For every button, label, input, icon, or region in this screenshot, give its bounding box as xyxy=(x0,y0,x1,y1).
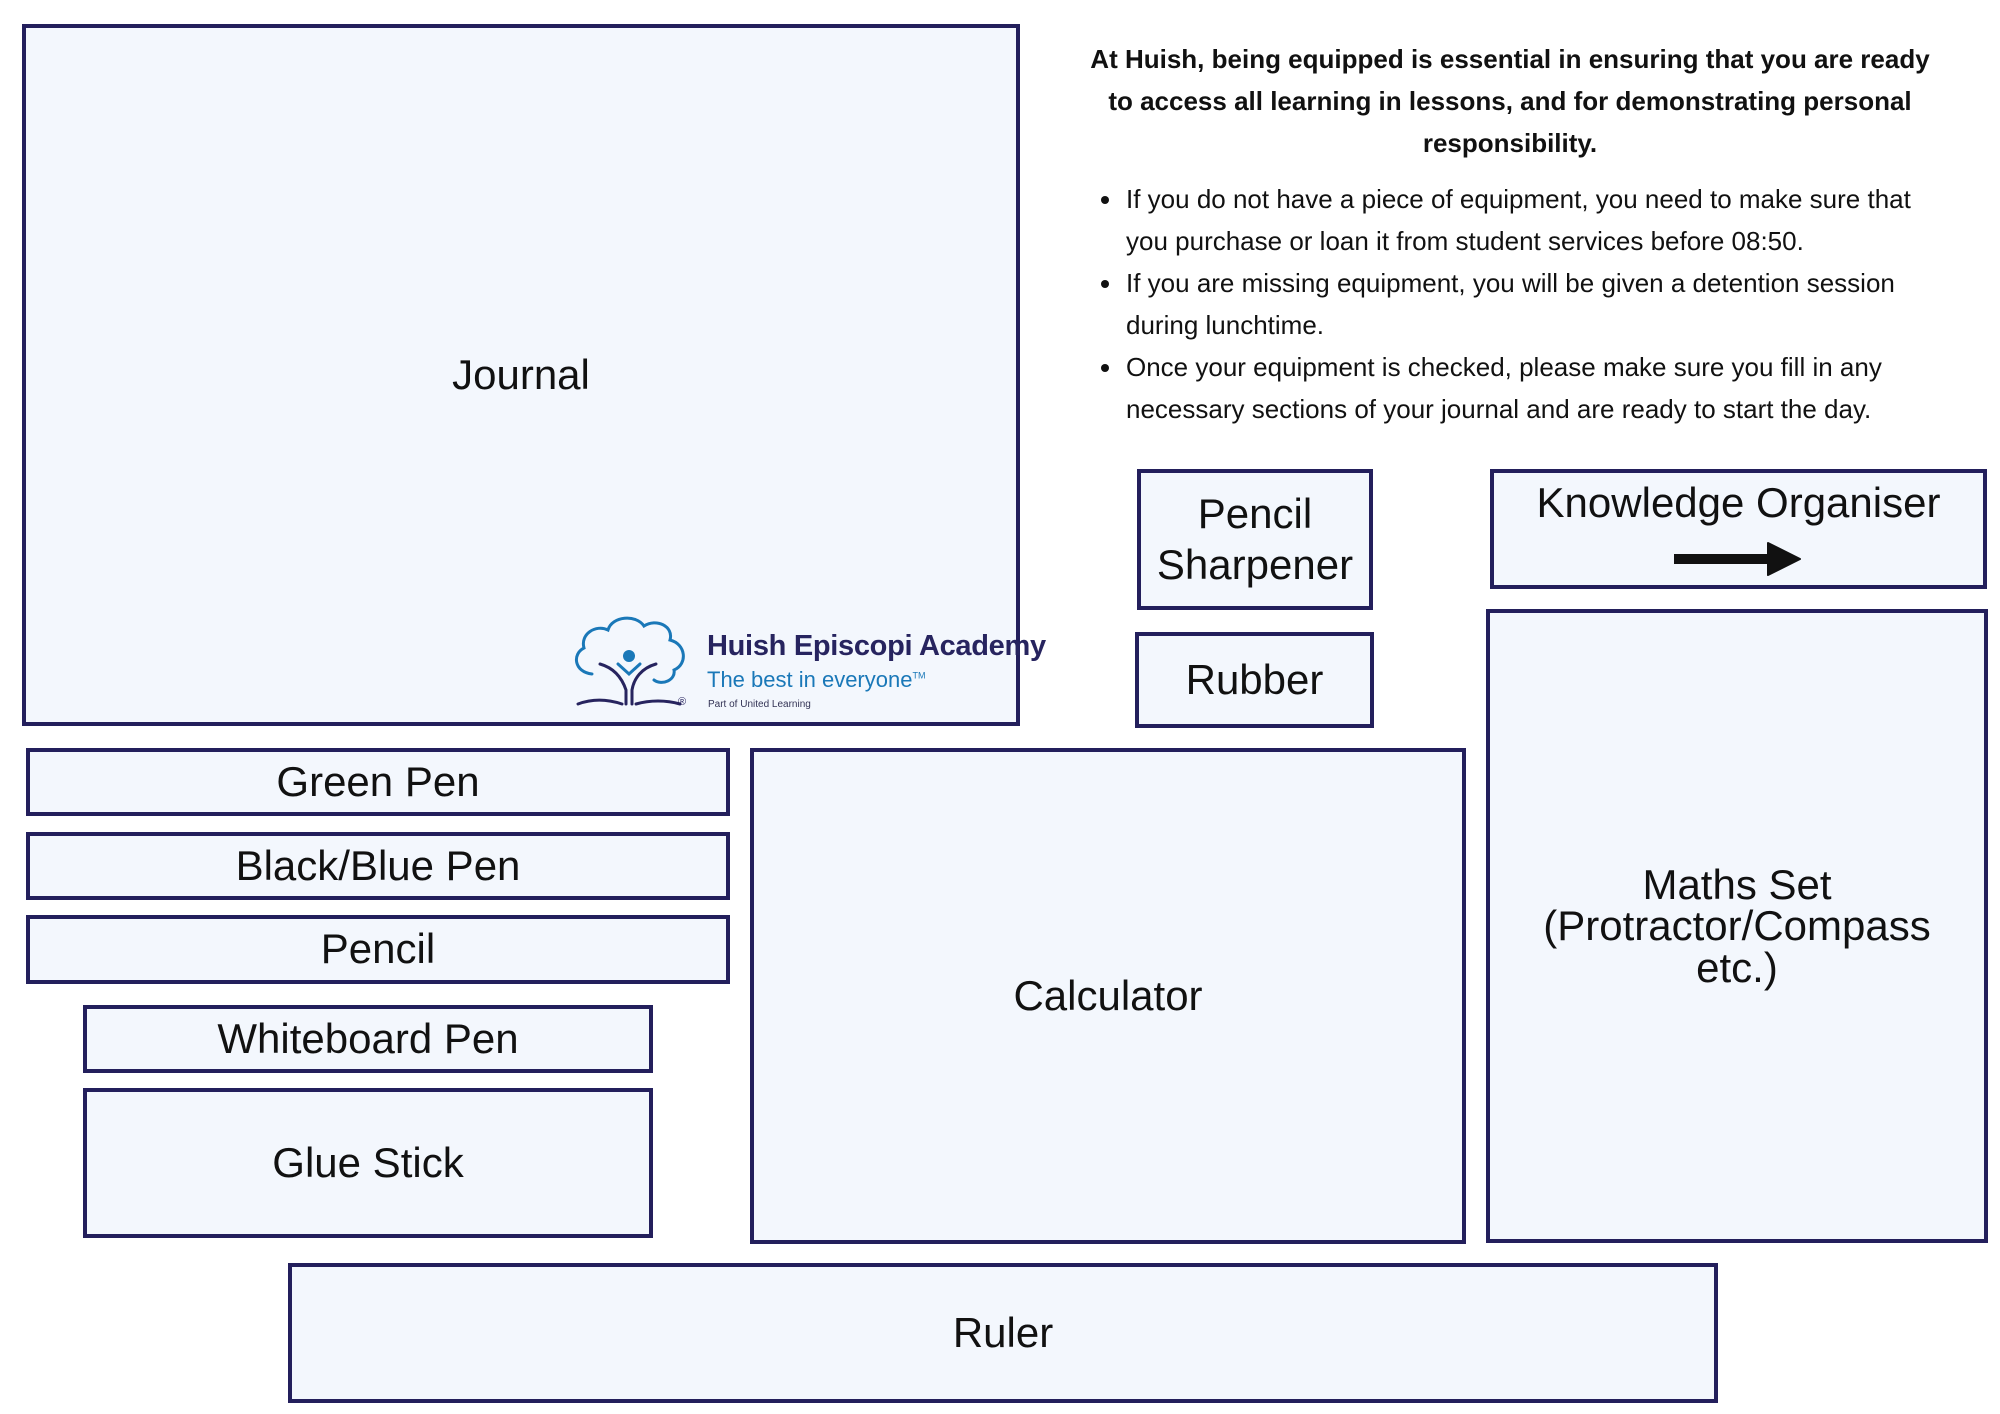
green-pen-label: Green Pen xyxy=(276,757,480,805)
whiteboard-pen-label: Whiteboard Pen xyxy=(217,1014,519,1062)
calculator-box: Calculator xyxy=(750,748,1466,1244)
logo-tagline: The best in everyone xyxy=(707,667,913,692)
instructions-panel: At Huish, being equipped is essential in… xyxy=(1080,38,1940,430)
logo-part-of: Part of United Learning xyxy=(708,699,811,710)
rubber-box: Rubber xyxy=(1135,632,1374,728)
pencil-sharpener-label: Pencil Sharpener xyxy=(1157,489,1353,590)
journal-label: Journal xyxy=(452,350,590,398)
calculator-label: Calculator xyxy=(1013,971,1203,1019)
academy-logo: ® Huish Episcopi Academy The best in eve… xyxy=(570,612,1046,716)
rule-item: Once your equipment is checked, please m… xyxy=(1124,346,1940,430)
pencil-box: Pencil xyxy=(26,915,730,984)
black-blue-pen-box: Black/Blue Pen xyxy=(26,832,730,900)
rubber-label: Rubber xyxy=(1185,655,1324,703)
maths-set-line1: Maths Set xyxy=(1642,861,1832,909)
arrow-right-icon xyxy=(1673,542,1801,577)
pencil-sharpener-line2: Sharpener xyxy=(1156,540,1354,588)
glue-stick-box: Glue Stick xyxy=(83,1088,653,1238)
black-blue-pen-label: Black/Blue Pen xyxy=(235,841,521,889)
pencil-sharpener-box: Pencil Sharpener xyxy=(1137,469,1373,610)
intro-text: At Huish, being equipped is essential in… xyxy=(1090,44,1930,158)
maths-set-line2: (Protractor/Compass xyxy=(1543,902,1931,950)
maths-set-line3: etc.) xyxy=(1696,943,1778,991)
pencil-label: Pencil xyxy=(320,925,436,973)
pencil-sharpener-line1: Pencil xyxy=(1197,490,1313,538)
whiteboard-pen-box: Whiteboard Pen xyxy=(83,1005,653,1073)
maths-set-label: Maths Set (Protractor/Compass etc.) xyxy=(1543,861,1931,991)
rule-item: If you are missing equipment, you will b… xyxy=(1124,262,1940,346)
registered-mark: ® xyxy=(678,696,687,708)
tree-person-icon xyxy=(575,616,685,706)
rule-item: If you do not have a piece of equipment,… xyxy=(1124,178,1940,262)
knowledge-organiser-label: Knowledge Organiser xyxy=(1536,479,1941,526)
knowledge-organiser-box: Knowledge Organiser xyxy=(1490,469,1987,589)
glue-stick-label: Glue Stick xyxy=(272,1138,464,1186)
ruler-label: Ruler xyxy=(952,1308,1054,1356)
green-pen-box: Green Pen xyxy=(26,748,730,816)
trademark-mark: TM xyxy=(912,670,926,681)
ruler-box: Ruler xyxy=(288,1263,1718,1403)
journal-box: Journal xyxy=(22,24,1020,726)
maths-set-box: Maths Set (Protractor/Compass etc.) xyxy=(1486,609,1988,1243)
logo-tagline-line: The best in everyoneTM xyxy=(707,667,925,693)
rules-list: If you do not have a piece of equipment,… xyxy=(1080,178,1940,430)
logo-name: Huish Episcopi Academy xyxy=(707,630,1046,662)
